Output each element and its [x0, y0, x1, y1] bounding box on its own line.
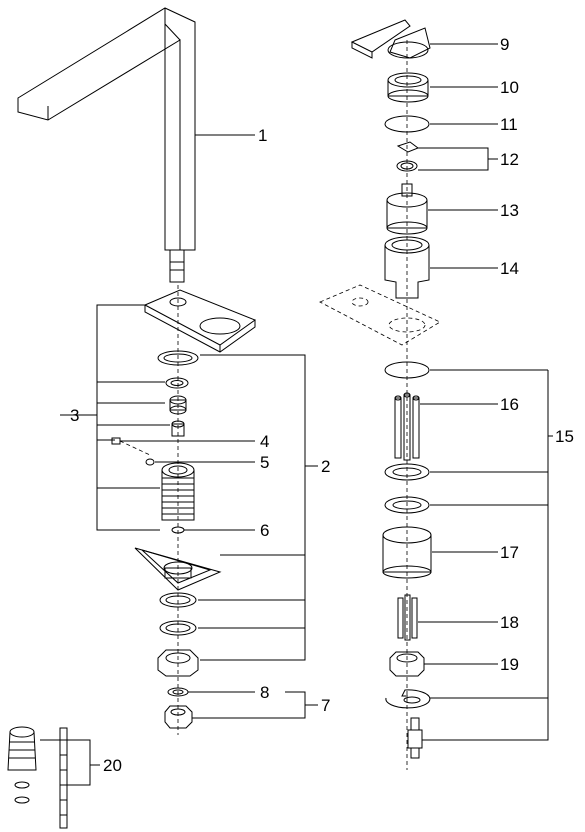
label-1: 1 [258, 126, 267, 145]
label-16: 16 [500, 395, 519, 414]
label-10: 10 [500, 78, 519, 97]
label-3: 3 [70, 406, 79, 425]
part-7-nut [164, 705, 193, 729]
part-2-base-plate [143, 289, 257, 353]
part-12-clips [396, 141, 420, 172]
part-20-hose-kit [7, 726, 68, 829]
label-18: 18 [500, 613, 519, 632]
label-2: 2 [321, 457, 330, 476]
label-6: 6 [260, 521, 269, 540]
part-11-o-ring [384, 115, 430, 133]
part-1-spout [17, 7, 196, 283]
part-2-components [111, 350, 222, 677]
part-9-handle [350, 19, 431, 59]
part-5-pin [145, 458, 155, 466]
part-19-nut [389, 651, 425, 677]
label-14: 14 [500, 259, 519, 278]
part-14-bonnet [384, 236, 430, 299]
part-18-pipes [397, 594, 418, 641]
label-5: 5 [260, 453, 269, 472]
label-12: 12 [500, 150, 519, 169]
label-9: 9 [500, 35, 509, 54]
bottom-fitting [407, 717, 423, 759]
clip-ring [385, 689, 431, 709]
label-8: 8 [260, 683, 269, 702]
label-17: 17 [500, 543, 519, 562]
part-13-cartridge [386, 183, 428, 235]
label-11: 11 [500, 115, 518, 134]
label-13: 13 [500, 201, 519, 220]
part-10-cap [387, 72, 429, 103]
base-plate-outline [319, 284, 441, 346]
label-4: 4 [260, 432, 269, 451]
label-19: 19 [500, 655, 519, 674]
label-20: 20 [103, 756, 122, 775]
triangle-bracket [134, 547, 222, 591]
part-16-pipes [394, 392, 420, 461]
part-17-sleeve [382, 526, 432, 579]
label-15: 15 [555, 427, 574, 446]
label-7: 7 [321, 696, 330, 715]
